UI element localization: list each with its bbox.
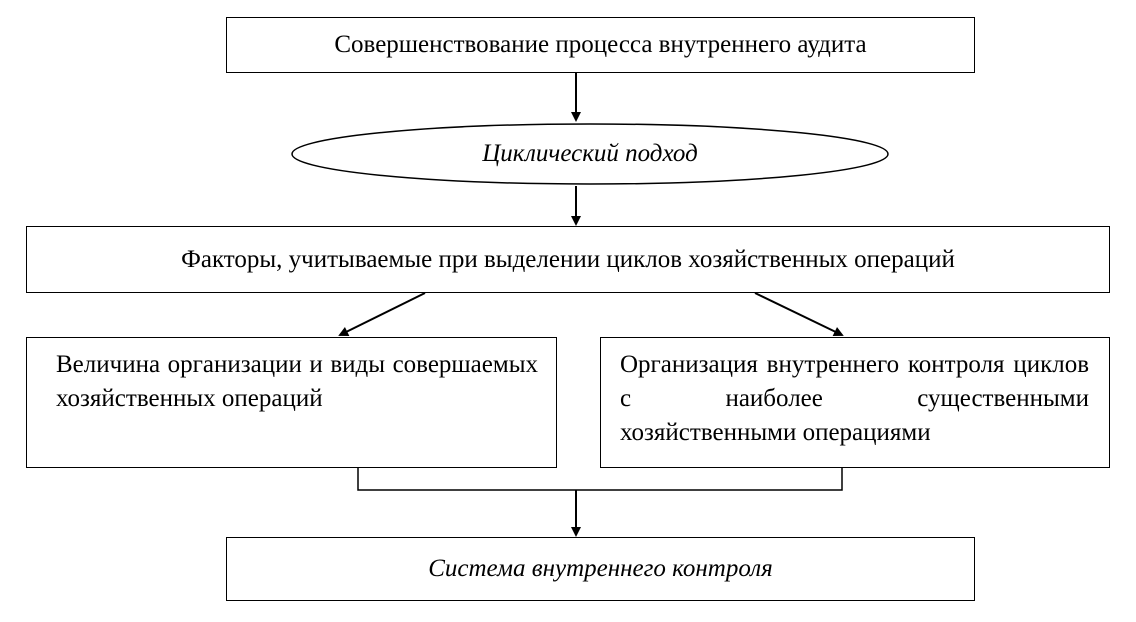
cyclic-approach-text: Циклический подход [482, 140, 698, 167]
internal-audit-improvement-box: Совершенствование процесса внутреннего а… [226, 17, 975, 73]
organization-size-box: Величина организации и виды совер­шаемых… [26, 337, 557, 468]
internal-audit-improvement-text: Совершенствование процесса внутреннего а… [334, 31, 867, 58]
internal-control-organization-text: Организация внутреннего контроля циклов … [620, 351, 1089, 446]
internal-control-system-text: Система внутреннего контроля [428, 555, 773, 582]
internal-control-organization-box: Организация внутреннего контроля циклов … [600, 337, 1110, 468]
factors-box: Факторы, учитываемые при выделении цикло… [26, 226, 1110, 293]
internal-control-system-box: Система внутреннего контроля [226, 537, 975, 601]
arrow-factors-to-left [338, 292, 426, 336]
factors-text: Факторы, учитываемые при выделении цикло… [181, 245, 955, 273]
merge-bracket [357, 468, 843, 491]
arrow-factors-to-right [754, 292, 844, 337]
organization-size-text: Величина организации и виды совер­шаемых… [56, 351, 538, 412]
cyclic-approach-ellipse [291, 123, 889, 185]
